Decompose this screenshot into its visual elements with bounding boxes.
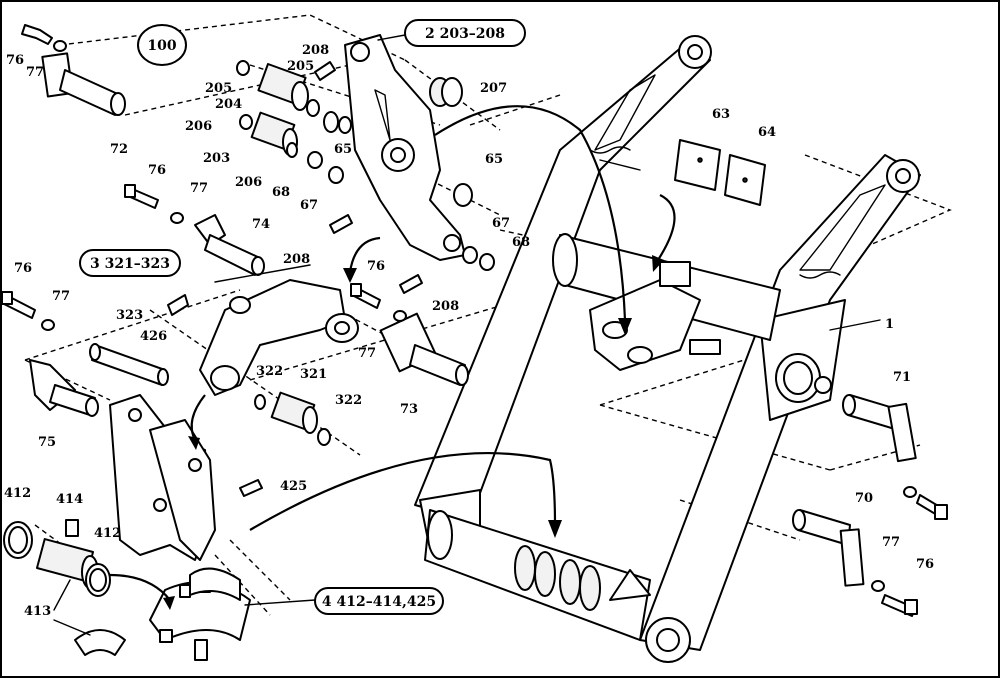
clamp-shells-4 bbox=[149, 567, 251, 661]
part-label-65: 65 bbox=[334, 142, 352, 157]
part-label-65: 65 bbox=[485, 152, 503, 167]
part-label-412: 412 bbox=[4, 486, 31, 501]
pin-71 bbox=[842, 394, 917, 463]
part-label-72: 72 bbox=[110, 142, 128, 157]
bolts-76 bbox=[1, 24, 948, 617]
part-label-74: 74 bbox=[252, 217, 270, 232]
part-label-77: 77 bbox=[26, 65, 44, 80]
part-label-64: 64 bbox=[758, 125, 776, 140]
part-label-67: 67 bbox=[300, 198, 318, 213]
part-label-76: 76 bbox=[6, 53, 24, 68]
part-label-71: 71 bbox=[893, 370, 911, 385]
pin-70 bbox=[792, 509, 865, 587]
part-label-68: 68 bbox=[272, 185, 290, 200]
pin-75 bbox=[29, 359, 99, 417]
part-label-206: 206 bbox=[235, 175, 262, 190]
plate-63 bbox=[674, 139, 721, 191]
part-label-75: 75 bbox=[38, 435, 56, 450]
part-label-1: 1 bbox=[885, 317, 894, 332]
part-label-76: 76 bbox=[916, 557, 934, 572]
part-label-413: 413 bbox=[24, 604, 51, 619]
part-label-204: 204 bbox=[215, 97, 242, 112]
part-label-76: 76 bbox=[148, 163, 166, 178]
bushing-207 bbox=[429, 77, 463, 107]
part-label-77: 77 bbox=[882, 535, 900, 550]
part-label-70: 70 bbox=[855, 491, 873, 506]
pin-73 bbox=[379, 312, 469, 386]
part-label-323: 323 bbox=[116, 308, 143, 323]
bushing-413 bbox=[35, 538, 126, 656]
part-label-208: 208 bbox=[302, 43, 329, 58]
part-label-77: 77 bbox=[52, 289, 70, 304]
rings-and-washers bbox=[3, 40, 917, 597]
flow-arrows bbox=[109, 105, 676, 610]
part-label-414: 414 bbox=[56, 492, 83, 507]
part-label-77: 77 bbox=[358, 346, 376, 361]
pin-426 bbox=[89, 343, 169, 386]
leader-lines bbox=[53, 34, 881, 636]
part-label-203: 203 bbox=[203, 151, 230, 166]
reference-callout-4[interactable]: 4 412–414,425 bbox=[314, 587, 444, 615]
part-label-207: 207 bbox=[480, 81, 507, 96]
reference-callout-3[interactable]: 3 321–323 bbox=[79, 249, 181, 277]
part-label-73: 73 bbox=[400, 402, 418, 417]
part-label-76: 76 bbox=[14, 261, 32, 276]
grease-nipples bbox=[167, 61, 423, 497]
part-label-322: 322 bbox=[335, 393, 362, 408]
part-label-426: 426 bbox=[140, 329, 167, 344]
part-label-425: 425 bbox=[280, 479, 307, 494]
reference-label-3: 3 321–323 bbox=[90, 256, 170, 272]
part-label-63: 63 bbox=[712, 107, 730, 122]
pin-72 bbox=[41, 52, 126, 116]
part-label-206: 206 bbox=[185, 119, 212, 134]
part-label-208: 208 bbox=[432, 299, 459, 314]
bushing-321 bbox=[270, 391, 318, 434]
sheet-number-callout: 100 bbox=[137, 24, 187, 66]
part-label-205: 205 bbox=[205, 81, 232, 96]
part-label-68: 68 bbox=[512, 235, 530, 250]
sleeve-414 bbox=[65, 519, 79, 537]
part-number-labels: 76 77 72 205 204 208 205 206 203 206 68 … bbox=[4, 43, 934, 619]
part-label-322: 322 bbox=[256, 364, 283, 379]
reference-callout-2[interactable]: 2 203–208 bbox=[404, 19, 526, 47]
part-label-208: 208 bbox=[283, 252, 310, 267]
reference-label-4: 4 412–414,425 bbox=[322, 594, 436, 610]
link-plate-assembly-2 bbox=[344, 34, 466, 261]
bushing-204 bbox=[257, 63, 309, 111]
part-label-412: 412 bbox=[94, 526, 121, 541]
rocker-link-assembly-3 bbox=[199, 279, 359, 396]
boom-frame-part-1 bbox=[414, 35, 921, 663]
reference-label-2: 2 203–208 bbox=[425, 26, 505, 42]
part-label-321: 321 bbox=[300, 367, 327, 382]
plate-64 bbox=[724, 154, 766, 206]
clamp-bracket bbox=[109, 394, 216, 561]
part-label-205: 205 bbox=[287, 59, 314, 74]
sheet-number: 100 bbox=[147, 38, 176, 54]
part-label-77: 77 bbox=[190, 181, 208, 196]
part-label-67: 67 bbox=[492, 216, 510, 231]
part-label-76: 76 bbox=[367, 259, 385, 274]
